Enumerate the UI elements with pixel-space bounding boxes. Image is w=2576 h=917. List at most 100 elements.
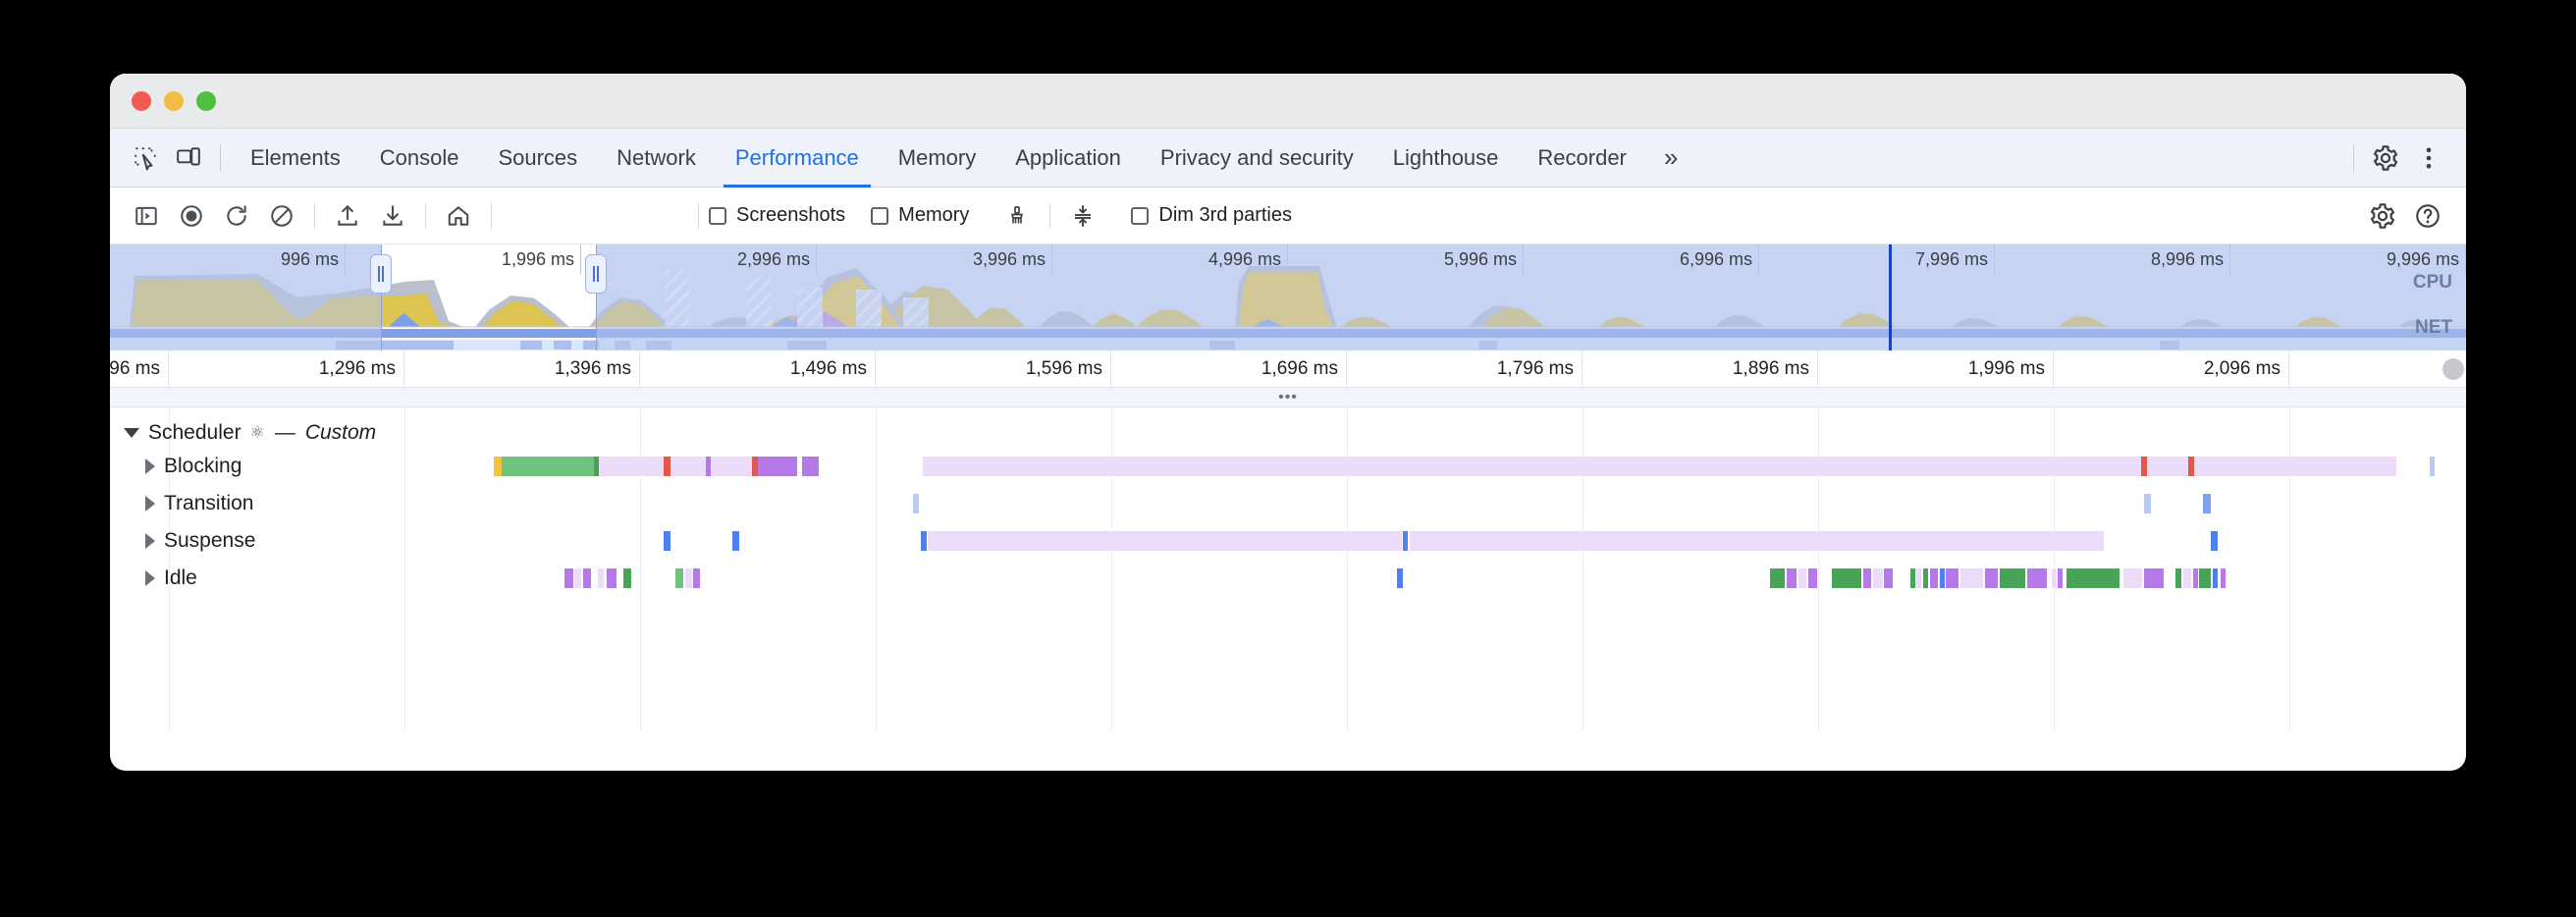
flame-segment[interactable] bbox=[599, 457, 665, 476]
chevron-right-icon[interactable] bbox=[145, 458, 155, 474]
flame-segment[interactable] bbox=[574, 568, 581, 588]
tab-memory[interactable]: Memory bbox=[879, 129, 995, 188]
flame-segment[interactable] bbox=[758, 457, 765, 476]
help-icon[interactable] bbox=[2405, 194, 2450, 238]
flame-segment[interactable] bbox=[2026, 568, 2047, 588]
flame-segment[interactable] bbox=[2140, 457, 2148, 476]
tab-sources[interactable]: Sources bbox=[478, 129, 597, 188]
flame-segment[interactable] bbox=[2182, 568, 2192, 588]
flame-segment[interactable] bbox=[2202, 494, 2211, 513]
flame-segment[interactable] bbox=[1862, 568, 1872, 588]
flame-segment[interactable] bbox=[1984, 568, 1999, 588]
tab-lighthouse[interactable]: Lighthouse bbox=[1373, 129, 1519, 188]
memory-checkbox-box[interactable] bbox=[871, 206, 889, 225]
flame-segment[interactable] bbox=[1798, 568, 1806, 588]
load-profile-button[interactable] bbox=[325, 194, 370, 238]
flame-segment[interactable] bbox=[2194, 457, 2396, 476]
clear-button[interactable] bbox=[259, 194, 304, 238]
flame-segment[interactable] bbox=[693, 568, 700, 588]
flame-segment[interactable] bbox=[765, 457, 798, 476]
capture-settings-gear-icon[interactable] bbox=[2360, 194, 2405, 238]
flame-segment[interactable] bbox=[2051, 568, 2057, 588]
flame-segment[interactable] bbox=[1403, 531, 1409, 551]
flame-segment[interactable] bbox=[2058, 568, 2064, 588]
flame-segment[interactable] bbox=[2066, 568, 2120, 588]
flame-segment[interactable] bbox=[2210, 531, 2218, 551]
settings-gear-icon[interactable] bbox=[2364, 136, 2407, 180]
horizontal-scrollbar-thumb[interactable] bbox=[2442, 358, 2464, 380]
flame-segment[interactable] bbox=[1909, 568, 1915, 588]
flame-segment[interactable] bbox=[1410, 531, 2104, 551]
flame-segment[interactable] bbox=[2144, 494, 2151, 513]
flame-segment[interactable] bbox=[1916, 568, 1922, 588]
minimize-window-button[interactable] bbox=[164, 90, 184, 111]
memory-checkbox[interactable]: Memory bbox=[871, 204, 969, 227]
flame-segment[interactable] bbox=[597, 568, 605, 588]
flame-segment[interactable] bbox=[594, 457, 600, 476]
save-profile-button[interactable] bbox=[370, 194, 415, 238]
inspect-element-icon[interactable] bbox=[124, 136, 167, 180]
track-row-transition[interactable]: Transition bbox=[110, 492, 2466, 515]
flame-segment[interactable] bbox=[2187, 457, 2195, 476]
tab-network[interactable]: Network bbox=[597, 129, 716, 188]
flame-segment[interactable] bbox=[501, 457, 595, 476]
flame-segment[interactable] bbox=[2147, 457, 2188, 476]
flame-segment[interactable] bbox=[2212, 568, 2218, 588]
flame-segment[interactable] bbox=[1786, 568, 1797, 588]
screenshots-checkbox[interactable]: Screenshots bbox=[709, 204, 845, 227]
flame-segment[interactable] bbox=[2430, 457, 2436, 476]
tab-elements[interactable]: Elements bbox=[231, 129, 360, 188]
flame-segment[interactable] bbox=[671, 457, 707, 476]
tab-console[interactable]: Console bbox=[360, 129, 479, 188]
flame-segment[interactable] bbox=[2144, 568, 2164, 588]
track-row-label[interactable]: Suspense bbox=[145, 529, 255, 553]
flame-segment[interactable] bbox=[674, 568, 684, 588]
flame-segment[interactable] bbox=[1832, 568, 1862, 588]
flame-segment[interactable] bbox=[2192, 568, 2198, 588]
chevron-right-icon[interactable] bbox=[145, 533, 155, 549]
toggle-sidebar-button[interactable] bbox=[124, 194, 169, 238]
track-row-label[interactable]: Blocking bbox=[145, 455, 242, 478]
close-window-button[interactable] bbox=[132, 90, 151, 111]
flame-segment[interactable] bbox=[731, 531, 739, 551]
flame-segment[interactable] bbox=[1929, 568, 1938, 588]
track-row-idle[interactable]: Idle bbox=[110, 566, 2466, 590]
track-row-label[interactable]: Idle bbox=[145, 566, 197, 590]
zoom-window-button[interactable] bbox=[196, 90, 216, 111]
tab-recorder[interactable]: Recorder bbox=[1518, 129, 1645, 188]
tab-privacy-and-security[interactable]: Privacy and security bbox=[1141, 129, 1373, 188]
dim-3rd-parties-checkbox-box[interactable] bbox=[1131, 206, 1150, 225]
more-tabs-icon[interactable]: » bbox=[1646, 129, 1695, 188]
flame-segment[interactable] bbox=[2220, 568, 2226, 588]
flame-segment[interactable] bbox=[582, 568, 591, 588]
home-button[interactable] bbox=[436, 194, 481, 238]
flame-segment[interactable] bbox=[927, 531, 1402, 551]
flame-segment[interactable] bbox=[664, 457, 671, 476]
collect-garbage-button[interactable] bbox=[994, 194, 1040, 238]
flame-segment[interactable] bbox=[623, 568, 632, 588]
track-group-scheduler[interactable]: Scheduler ⚛ — Custom bbox=[110, 421, 2466, 445]
track-group-label[interactable]: Scheduler ⚛ — Custom bbox=[124, 421, 376, 445]
chevron-right-icon[interactable] bbox=[145, 570, 155, 586]
flame-segment[interactable] bbox=[1923, 568, 1928, 588]
flame-segment[interactable] bbox=[802, 457, 808, 476]
flame-segment[interactable] bbox=[912, 494, 920, 513]
device-toolbar-icon[interactable] bbox=[167, 136, 210, 180]
flame-segment[interactable] bbox=[1807, 568, 1818, 588]
track-row-blocking[interactable]: Blocking bbox=[110, 455, 2466, 478]
track-row-label[interactable]: Transition bbox=[145, 492, 253, 515]
tab-application[interactable]: Application bbox=[995, 129, 1141, 188]
flame-segment[interactable] bbox=[751, 457, 759, 476]
flame-segment[interactable] bbox=[664, 531, 671, 551]
overview-resize-handle-right[interactable] bbox=[585, 254, 608, 294]
reload-and-record-button[interactable] bbox=[214, 194, 259, 238]
flame-segment[interactable] bbox=[920, 531, 928, 551]
flame-segment[interactable] bbox=[1999, 568, 2026, 588]
flame-segment[interactable] bbox=[807, 457, 819, 476]
record-button[interactable] bbox=[169, 194, 214, 238]
flame-segment[interactable] bbox=[2122, 568, 2143, 588]
flame-segment[interactable] bbox=[493, 457, 502, 476]
flame-segment[interactable] bbox=[1770, 568, 1786, 588]
flame-segment[interactable] bbox=[1872, 568, 1883, 588]
